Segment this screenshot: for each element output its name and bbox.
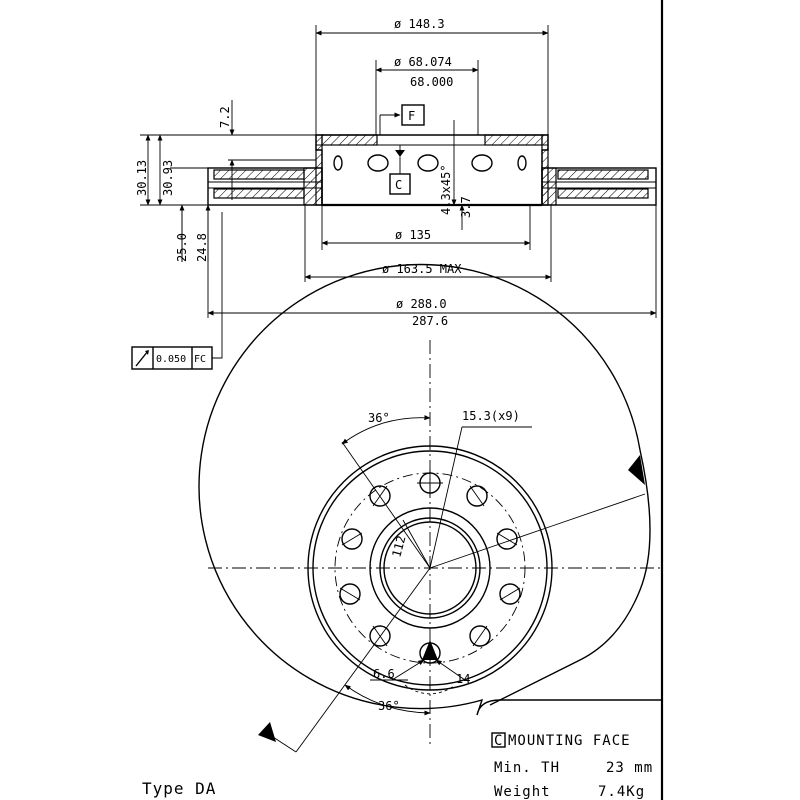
section-view: ø 148.3 ø 68.074 68.000 ø 135 ø 163.5 MA… xyxy=(135,17,657,359)
dim-14: 14 xyxy=(456,672,470,686)
dim-3093: 30.93 xyxy=(161,160,175,196)
dim-37: 3.7 xyxy=(459,196,473,218)
type-label: Type DA xyxy=(142,779,216,798)
mounting-face-label: MOUNTING FACE xyxy=(508,733,631,749)
tolerance-frame: 0.050 FC xyxy=(131,346,213,370)
angle-top: 36° xyxy=(368,411,390,425)
bolt-holes xyxy=(339,470,521,647)
tolerance-value: 0.050 xyxy=(156,354,186,365)
dim-250: 25.0 xyxy=(175,233,189,262)
mounting-box-letter: C xyxy=(494,733,503,749)
dim-148: ø 148.3 xyxy=(394,17,445,31)
dim-68074: ø 68.074 xyxy=(394,55,452,69)
datum-f: F xyxy=(408,109,415,123)
dim-68000: 68.000 xyxy=(410,75,453,89)
weight-label: Weight xyxy=(494,784,551,800)
angle-bottom: 36° xyxy=(378,699,400,713)
plan-view: 36° 15.3(x9) 112 6.6 14 36° xyxy=(198,263,662,753)
left-rotor-ring xyxy=(207,167,323,206)
min-th-label: Min. TH xyxy=(494,760,560,776)
min-th-value: 23 mm xyxy=(606,760,653,776)
dim-135: ø 135 xyxy=(395,228,431,242)
dim-66: 6.6 xyxy=(373,667,395,681)
pcd-label: 112 xyxy=(389,534,408,559)
weight-value: 7.4Kg xyxy=(598,784,645,800)
tolerance-datums: FC xyxy=(194,354,206,365)
right-rotor-ring xyxy=(541,167,657,206)
dim-248: 24.8 xyxy=(195,233,209,262)
disc-outline xyxy=(198,263,662,716)
dim-2876: 287.6 xyxy=(412,314,448,328)
dim-72: 7.2 xyxy=(218,106,232,128)
dim-288: ø 288.0 xyxy=(396,297,447,311)
dim-3013: 30.13 xyxy=(135,160,149,196)
datum-c: C xyxy=(395,178,402,192)
notes: C MOUNTING FACE Min. TH 23 mm Weight 7.4… xyxy=(142,732,653,800)
holes-callout: 15.3(x9) xyxy=(462,409,520,423)
dim-chamfer: 4.3x45° xyxy=(439,164,453,215)
